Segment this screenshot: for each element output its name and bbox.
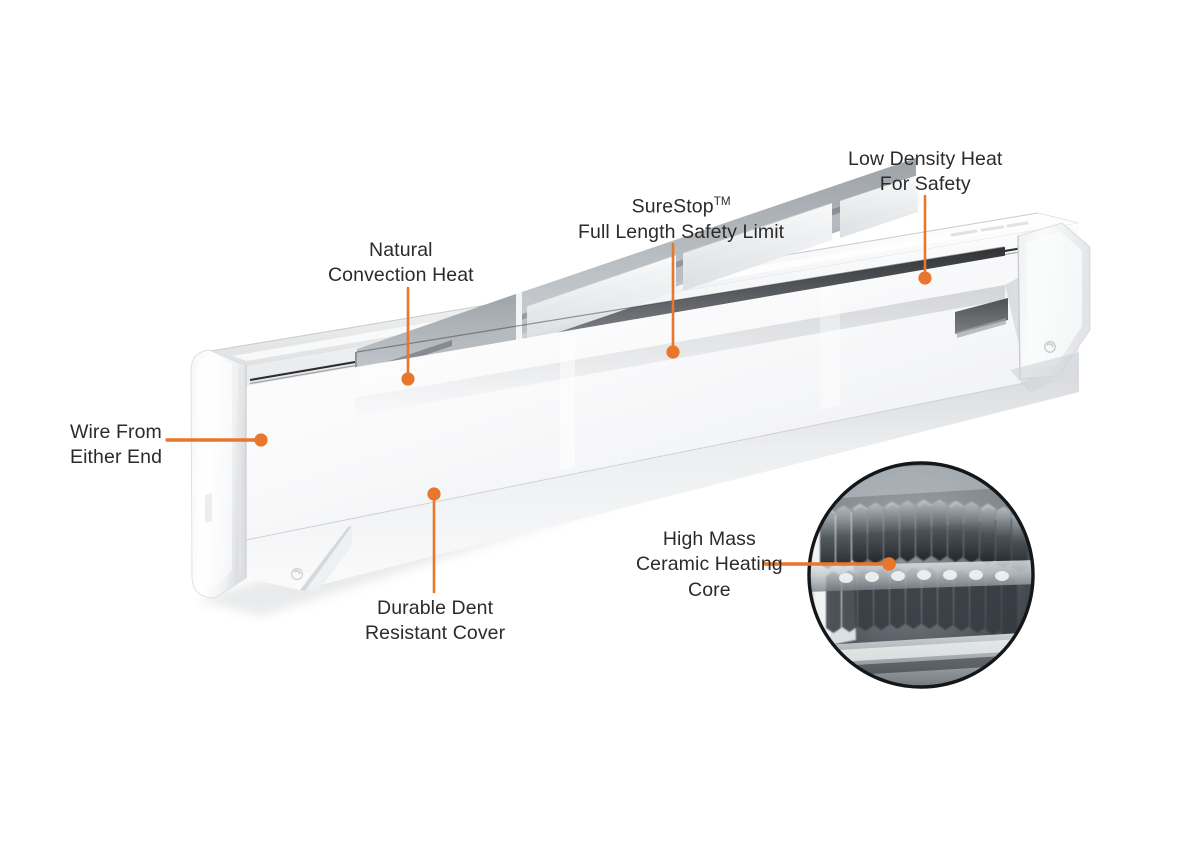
leader-wire-from-either-end [165, 433, 268, 447]
leader-durable-dent-resistant-cover [427, 487, 441, 594]
callout-natural-convection-heat: Natural Convection Heat [328, 238, 474, 289]
callout-wire-from-either-end: Wire From Either End [70, 420, 162, 471]
callout-high-mass-ceramic-heating-core: High Mass Ceramic Heating Core [636, 527, 783, 603]
callout-surestop-full-length-safety-limit: SureStopTM Full Length Safety Limit [578, 194, 784, 245]
callout-line: High Mass [662, 528, 756, 550]
ceramic-core-rod [810, 560, 1032, 592]
callout-low-density-heat-for-safety: Low Density Heat For Safety [848, 147, 1002, 198]
leader-natural-convection-heat [401, 286, 415, 386]
callout-line: Full Length Safety Limit [578, 220, 785, 243]
callout-line: Low Density Heat [848, 148, 1003, 170]
leader-high-mass-ceramic-heating-core [763, 557, 896, 571]
cover-screw-left [290, 567, 304, 581]
heater-body [190, 158, 1091, 599]
right-dark-slot [955, 298, 1008, 338]
callout-line: Wire From [70, 421, 162, 443]
callout-line: Core [688, 578, 731, 601]
callout-line: SureStopTM [578, 194, 784, 220]
callout-line: Resistant Cover [365, 622, 506, 645]
callout-line: Ceramic Heating [636, 553, 783, 576]
callout-line: Natural [369, 239, 433, 261]
callout-line: Either End [70, 446, 163, 469]
callout-durable-dent-resistant-cover: Durable Dent Resistant Cover [365, 596, 505, 647]
top-ridges [950, 221, 1029, 237]
cover-screw-right [1044, 341, 1056, 353]
heating-core-inset [807, 461, 1035, 689]
callout-line: For Safety [879, 173, 971, 196]
trademark-symbol: TM [713, 195, 731, 208]
leader-lines [165, 194, 932, 594]
brand-name: SureStop [631, 195, 714, 218]
leader-low-density-heat [918, 194, 932, 285]
right-end-cap [1005, 222, 1091, 392]
leader-surestop-safety-limit [666, 242, 680, 359]
callout-line: Convection Heat [328, 264, 474, 287]
callout-line: Durable Dent [377, 597, 494, 619]
left-end-cap [190, 349, 247, 599]
